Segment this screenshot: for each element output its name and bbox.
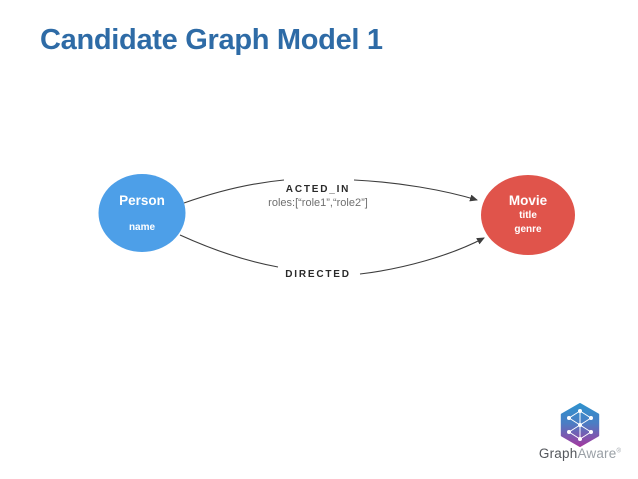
- movie-node: [481, 175, 575, 255]
- movie-node-property-genre: genre: [514, 224, 542, 235]
- acted-in-edge-left: [183, 179, 285, 204]
- acted-in-edge-right: [353, 179, 478, 202]
- directed-edge-left: [179, 234, 279, 268]
- movie-node-property-title: title: [519, 210, 537, 221]
- graphaware-wordmark: GraphAware®: [520, 446, 638, 461]
- page-title: Candidate Graph Model 1: [40, 24, 383, 56]
- graphaware-wordmark-graph: Graph: [538, 446, 578, 461]
- person-node-label: Person: [119, 193, 165, 208]
- person-node: [98, 174, 186, 252]
- graphaware-wordmark-aware: Aware: [577, 446, 617, 461]
- directed-relationship-label: DIRECTED: [285, 269, 351, 280]
- acted-in-relationship-label: ACTED_IN: [286, 184, 350, 195]
- person-node-property-name: name: [129, 222, 156, 233]
- graphaware-logo-icon: [560, 403, 600, 447]
- movie-node-label: Movie: [509, 193, 548, 208]
- registered-trademark-symbol: ®: [616, 448, 622, 455]
- acted-in-roles-property: roles:[“role1”,“role2”]: [268, 197, 368, 209]
- directed-edge-right: [359, 237, 485, 275]
